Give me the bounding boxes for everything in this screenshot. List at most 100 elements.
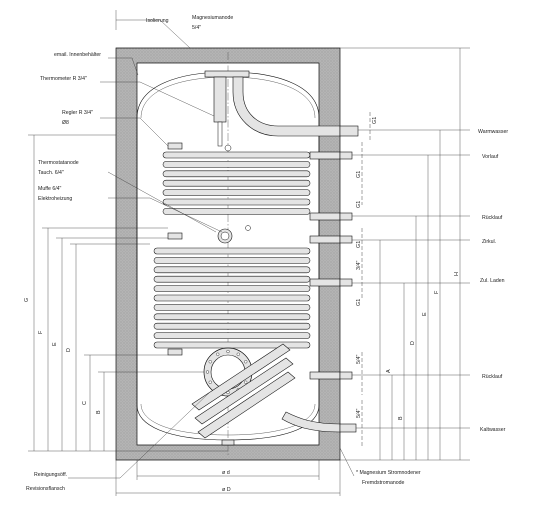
flange-bolt [236,352,240,356]
ruecklauf-stub [309,212,341,221]
dim-F-right: F [434,290,440,294]
label-muffe-sub: Elektroheizung [38,196,72,202]
lower-coil-tube [153,275,311,283]
dim-g4: G1 [356,241,362,248]
label-thermometer: Thermometer R 3/4" [40,76,87,82]
dim-phi-D: ø D [222,487,231,493]
lower-coil-tube [153,304,311,311]
dim-D-right: D [410,341,416,345]
label-insulation: Isolierung [146,18,169,24]
label-kaltwasser: Kaltwasser [480,427,506,433]
thermometer-port [224,144,232,152]
vorlauf-stub [309,151,341,160]
label-zul-ladung: Zul. Laden [480,278,505,284]
sensor-sleeve [167,232,183,240]
upper-coil-tube [162,179,311,187]
flange-bolt [244,360,248,364]
dim-g1: G1 [372,117,378,124]
upper-coil-tube [162,208,311,215]
label-reinigung-sub: Revisionsflansch [26,486,65,492]
lower-heating-coil [153,247,311,349]
lower-coil-tube [153,266,311,274]
flange-bolt [216,352,220,356]
flange-bolt [244,380,248,384]
bottom-dimensions [115,460,341,496]
label-muffe: Muffe 6/4" [38,186,62,192]
anode-rod [213,76,227,123]
small-port [245,225,251,231]
dim-E: E [52,342,58,346]
flange-bolt [208,360,212,364]
lower-coil-tube [153,285,311,292]
dim-A: A [386,369,392,373]
ruecklauf-outlet [339,212,353,221]
dim-D: D [66,348,72,352]
label-regler: Regler R 3/4" [62,110,93,116]
label-ruecklauf2: Rücklauf [482,374,503,380]
ruecklauf2-stub [309,371,341,380]
zul-ladung-outlet [339,278,353,287]
anode-flange [204,70,250,78]
right-dimensions [340,47,470,461]
dim-g7: 5/4" [356,355,362,364]
anode-tip [217,121,223,147]
upper-coil-tube [162,189,311,196]
ruecklauf2-outlet [339,371,353,380]
lower-coil-tube [153,247,311,255]
dim-g2: G1 [356,171,362,178]
dim-g8: 5/4" [356,409,362,418]
regler-sleeve [167,142,183,150]
label-regler-sub: Ø8 [62,120,69,126]
inner-tank [136,71,320,441]
leader-lines [68,10,355,479]
flange-bolt [226,349,230,354]
label-reinigung: Reinigungsöff. [34,472,67,478]
lower-coil-tube [153,332,311,339]
bottom-coil-tube-3 [191,343,291,411]
flange-bolt [208,380,212,384]
zul-ladung-stub [309,278,341,287]
muffe-heater-inner [220,231,230,241]
label-enamel: email. Innenbehälter [54,52,101,58]
dim-g3: G1 [356,201,362,208]
dim-B-right: B [398,416,404,420]
bottom-coil-tube-2 [197,371,296,439]
dim-g5: 3/4" [356,261,362,270]
bottom-coil-tube-1 [194,357,294,425]
upper-coil-tube [162,170,311,178]
lower-coil-tube [153,322,311,330]
dim-phi-d: ø d [222,470,230,476]
zirkulation-stub [309,235,341,244]
dim-g6: G1 [356,299,362,306]
upper-coil-tube [162,151,311,159]
lower-coil-tube [153,294,311,302]
dim-F: F [38,330,44,334]
zirkulation-outlet [339,235,353,244]
label-heater-sleeve-sub: Tauch. 6/4" [38,170,64,176]
upper-coil-tube [162,198,311,206]
left-dimensions [28,134,228,452]
label-warm-water: Warmwasser [478,129,508,135]
label-mg-note-1: * Magnesium Stromnodener [356,470,421,476]
cold-water-outlet [339,423,357,433]
label-zirkulation: Zirkul. [482,239,496,245]
warm-water-outlet [339,125,359,137]
label-mg-anode-top: Magnesiumanode [192,15,233,21]
dim-E-right: E [422,312,428,316]
lower-coil-tube [153,257,311,264]
label-vorlauf: Vorlauf [482,154,499,160]
flange-bolt [205,370,210,374]
dim-B: B [96,410,102,414]
lower-sensor-sleeve [167,348,183,356]
dim-H: H [454,272,460,276]
label-mg-note-2: Fremdstromanode [362,480,404,486]
label-mg-anode-top-size: 5/4" [192,25,201,31]
upper-coil-tube [162,161,311,168]
upper-heating-coil [162,151,311,215]
drain-plug [221,439,235,446]
dim-C: C [82,401,88,405]
lower-coil-tube [153,313,311,321]
label-heater-sleeve: Thermostatanode [38,160,79,166]
